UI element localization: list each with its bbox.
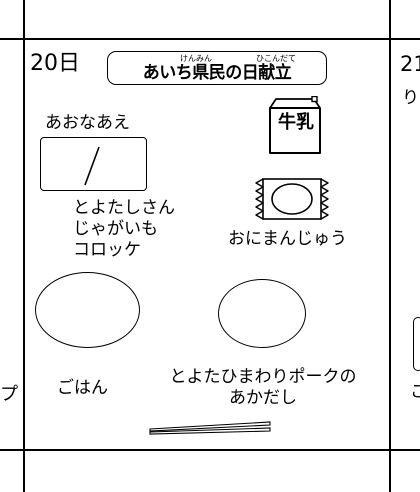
dish-placeholder-rect (40, 137, 147, 191)
food-aonaae: あおなあえ (45, 113, 130, 133)
food-gohan: ごはん (57, 378, 108, 398)
rice-bowl-outline (35, 272, 140, 348)
grid-line-right (389, 0, 391, 492)
prev-cell-fragment-text: プ (0, 384, 18, 405)
milk-label: 牛乳 (278, 112, 314, 133)
title-ruby-hikondate: ひこんだて (256, 54, 296, 63)
next-cell-fragment-box (413, 317, 420, 371)
next-cell-fragment-text: り (402, 88, 419, 108)
food-korokke-line2: じゃがいも (73, 219, 158, 239)
chopsticks-icon (149, 421, 271, 435)
food-onimanju: おにまんじゅう (228, 229, 347, 249)
food-akadashi-line1: とよたひまわりポークの (169, 367, 357, 387)
next-day-number: 21 (400, 52, 420, 76)
grid-line-top (0, 38, 420, 40)
manju-wrapper-icon (255, 178, 329, 220)
grid-line-bottom (0, 449, 420, 451)
food-akadashi-line2: あかだし (229, 388, 297, 408)
day-number: 20日 (30, 51, 80, 76)
soup-bowl-outline (218, 279, 306, 348)
title-ruby-kenmin: けんみん (180, 54, 212, 63)
milk-carton-icon (269, 96, 321, 154)
menu-title-box: けんみん ひこんだて あいち県民の日献立 (107, 51, 327, 85)
food-korokke-line1: とよたしさん (73, 198, 175, 218)
food-korokke-line3: コロッケ (73, 240, 141, 260)
next-cell-fragment-text-bottom: こ (410, 382, 420, 402)
grid-line-left (23, 0, 25, 492)
menu-title: あいち県民の日献立 (142, 63, 292, 83)
chopstick-slash-icon (84, 146, 100, 186)
